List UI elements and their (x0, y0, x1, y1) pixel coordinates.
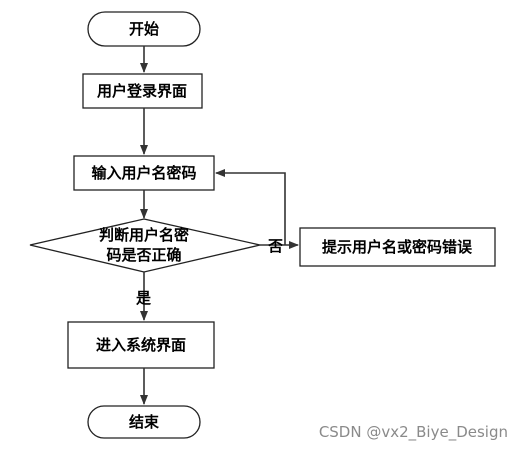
no-label: 否 (267, 237, 283, 255)
edge-error-to-input (215, 169, 286, 245)
enter-system-node: 进入系统界面 (67, 321, 215, 369)
login-page-label: 用户登录界面 (97, 82, 187, 100)
enter-system-label: 进入系统界面 (96, 336, 186, 354)
end-node: 结束 (87, 405, 201, 439)
input-credentials-node: 输入用户名密码 (73, 155, 215, 191)
start-label: 开始 (129, 20, 159, 38)
end-label: 结束 (129, 413, 160, 431)
yes-label: 是 (135, 289, 152, 307)
error-prompt-label: 提示用户名或密码错误 (322, 238, 473, 256)
decision-node: 判断用户名密 码是否正确 (29, 218, 261, 273)
watermark-text: CSDN @vx2_Biye_Design (319, 423, 508, 442)
start-node: 开始 (87, 11, 201, 47)
login-page-node: 用户登录界面 (82, 73, 203, 109)
error-prompt-node: 提示用户名或密码错误 (299, 227, 496, 267)
decision-label-line2: 码是否正确 (106, 246, 181, 264)
input-credentials-label: 输入用户名密码 (91, 164, 196, 182)
decision-label-line1: 判断用户名密 (99, 226, 189, 244)
